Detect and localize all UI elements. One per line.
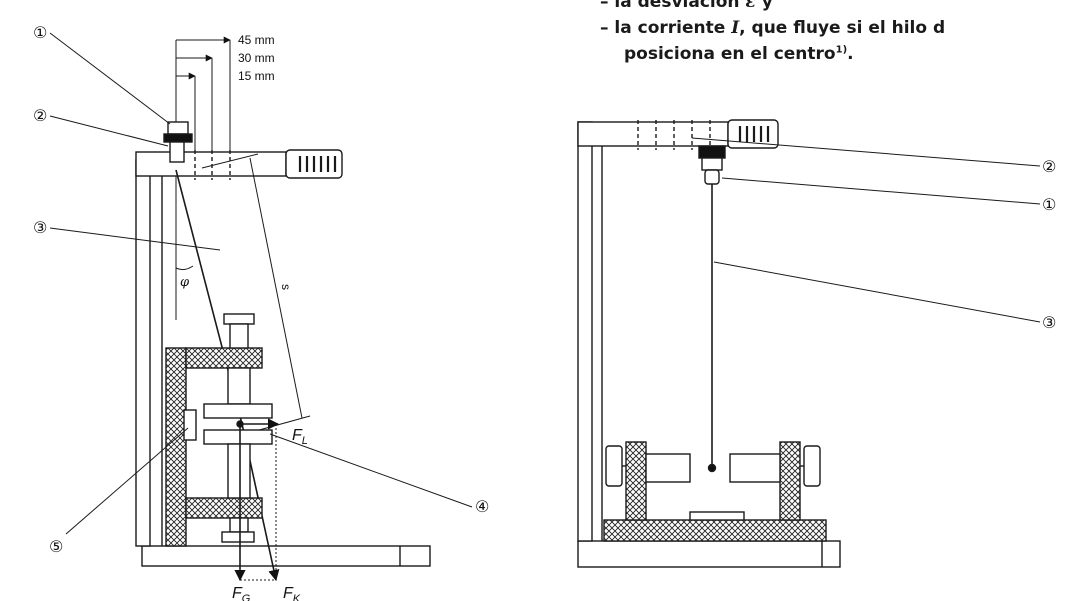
right-labels: ② ① ③ bbox=[1042, 157, 1056, 332]
leader-4-left bbox=[269, 433, 473, 508]
upper-pole-plate bbox=[203, 403, 273, 419]
leader-2-right bbox=[691, 137, 1041, 167]
text-line-2: – la corriente I, que fluye si el hilo d bbox=[600, 18, 946, 38]
right-magnet-base bbox=[603, 519, 827, 542]
left-base-plate bbox=[141, 545, 431, 567]
magnet-yoke-top bbox=[185, 347, 263, 369]
left-vertical-post bbox=[135, 159, 151, 547]
leader-1-right bbox=[721, 177, 1041, 205]
left-top-arm bbox=[135, 151, 287, 177]
magnet-yoke-vertical bbox=[165, 347, 187, 547]
leader-3-right bbox=[713, 261, 1041, 323]
dim-label-45: 45 mm bbox=[238, 33, 275, 47]
left-screw-body bbox=[169, 141, 185, 163]
top-screw-head bbox=[223, 313, 255, 325]
left-arm-knob-ridges bbox=[298, 156, 337, 172]
angle-arc bbox=[175, 265, 194, 271]
bottom-screw-head bbox=[221, 531, 255, 543]
dimension-labels: 45 mm 30 mm 15 mm bbox=[238, 33, 275, 83]
right-top-arm bbox=[577, 121, 729, 147]
callout-4-left: ④ bbox=[475, 497, 489, 516]
callout-3-left: ③ bbox=[33, 218, 47, 237]
callout-3-right: ③ bbox=[1042, 313, 1056, 332]
left-labels: ① ② ③ ④ ⑤ bbox=[33, 23, 489, 556]
force-label-FG: FG bbox=[232, 585, 251, 601]
text-line-1: – la desviación ε y bbox=[600, 0, 773, 12]
right-magnet-right-column bbox=[779, 441, 801, 521]
side-magnet-piece bbox=[183, 409, 197, 441]
right-magnet-left-column bbox=[625, 441, 647, 521]
dim-label-15: 15 mm bbox=[238, 69, 275, 83]
leader-1-left bbox=[49, 32, 171, 125]
right-center-plate bbox=[689, 511, 745, 521]
dim-label-30: 30 mm bbox=[238, 51, 275, 65]
s-dim-line bbox=[249, 157, 303, 419]
magnet-yoke-bottom bbox=[185, 497, 263, 519]
leader-5-left bbox=[65, 427, 189, 535]
force-label-FL: FL bbox=[292, 427, 308, 447]
top-screw-shaft bbox=[229, 323, 249, 349]
callout-1-left: ① bbox=[33, 23, 47, 42]
right-base-plate bbox=[577, 540, 841, 568]
right-screw-tip bbox=[704, 169, 720, 185]
callout-1-right: ① bbox=[1042, 195, 1056, 214]
bottom-screw-shaft bbox=[229, 517, 249, 533]
left-apparatus bbox=[49, 32, 473, 582]
left-screw-head bbox=[167, 121, 189, 135]
thread-length-s: s bbox=[279, 284, 293, 290]
text-line-3: posiciona en el centro1). bbox=[624, 44, 854, 64]
right-vertical-post bbox=[577, 121, 593, 542]
angle-phi: φ bbox=[180, 275, 190, 290]
right-right-knob bbox=[803, 445, 821, 487]
s-ext-top bbox=[201, 153, 259, 169]
right-left-knob bbox=[605, 445, 623, 487]
callout-2-right: ② bbox=[1042, 157, 1056, 176]
leader-2-left bbox=[49, 115, 169, 147]
right-arm-knob-ridges bbox=[738, 126, 770, 142]
right-screw-nut bbox=[698, 145, 726, 159]
right-left-pole bbox=[645, 453, 691, 483]
left-screw-nut bbox=[163, 133, 193, 143]
force-label-FK: FK bbox=[283, 585, 301, 601]
right-apparatus bbox=[577, 119, 1041, 568]
callout-2-left: ② bbox=[33, 106, 47, 125]
bottom-pole-piece bbox=[227, 443, 251, 499]
force-labels: FL FG FK bbox=[232, 427, 308, 601]
right-screw-collar bbox=[701, 157, 723, 171]
callout-5-left: ⑤ bbox=[49, 537, 63, 556]
right-thread-weight bbox=[707, 463, 717, 473]
lower-pole-plate bbox=[203, 429, 273, 445]
top-pole-piece bbox=[227, 367, 251, 405]
leader-3-left bbox=[49, 227, 221, 251]
right-right-pole bbox=[729, 453, 781, 483]
